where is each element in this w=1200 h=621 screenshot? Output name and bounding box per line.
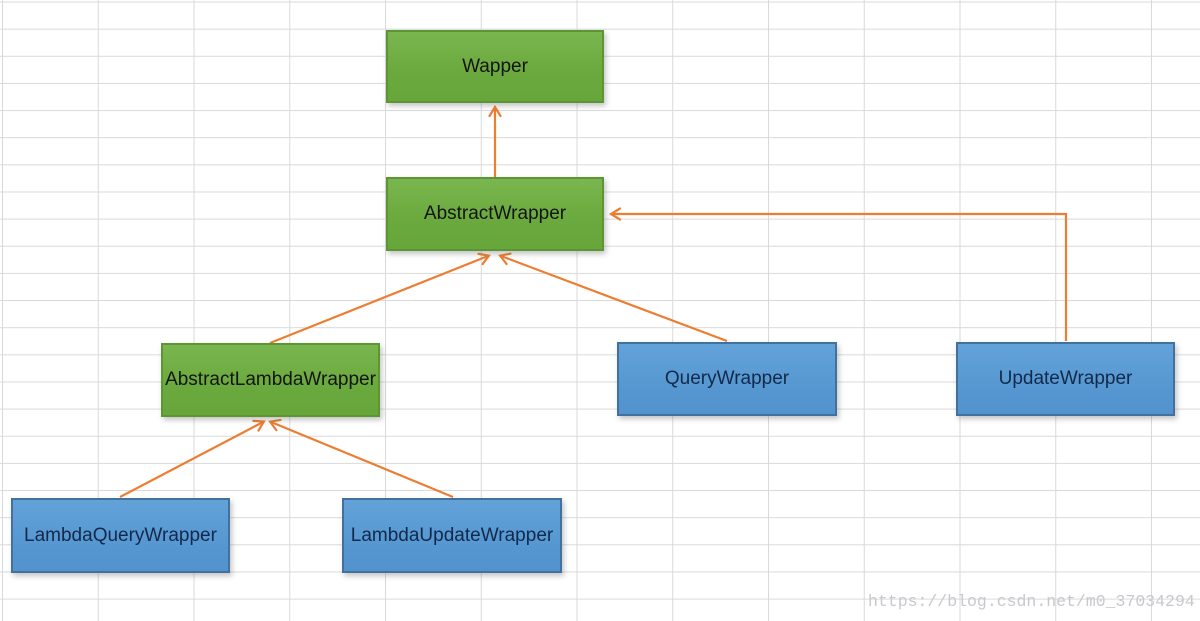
class-box-querywrapper[interactable]: QueryWrapper: [617, 342, 837, 416]
class-label-querywrapper: QueryWrapper: [664, 368, 790, 389]
class-box-lambdaupdatewrapper[interactable]: LambdaUpdateWrapper: [342, 498, 562, 573]
arrow-lambdaquerywrapper-to-abstractlambdawrapper: [119, 419, 266, 498]
class-box-abstractlambdawrapper[interactable]: AbstractLambdaWrapper: [161, 343, 380, 417]
class-label-lambdaquerywrapper: LambdaQueryWrapper: [24, 524, 217, 546]
arrow-abstractlambdawrapper-to-abstractwrapper: [269, 252, 491, 345]
class-box-updatewrapper[interactable]: UpdateWrapper: [956, 342, 1175, 416]
class-label-wapper: Wapper: [462, 55, 528, 77]
class-box-abstractwrapper[interactable]: AbstractWrapper: [386, 177, 604, 251]
class-label-lambdaupdatewrapper: LambdaUpdateWrapper: [350, 524, 554, 546]
class-label-abstractwrapper: AbstractWrapper: [423, 203, 567, 224]
class-box-lambdaquerywrapper[interactable]: LambdaQueryWrapper: [11, 498, 230, 573]
class-label-abstractlambdawrapper: AbstractLambdaWrapper: [165, 369, 376, 390]
arrow-updatewrapper-to-abstractwrapper: [608, 207, 1068, 341]
class-box-wapper[interactable]: Wapper: [386, 30, 604, 103]
arrow-querywrapper-to-abstractwrapper: [498, 252, 728, 343]
class-label-updatewrapper: UpdateWrapper: [998, 368, 1133, 389]
watermark-url: https://blog.csdn.net/m0_37034294: [868, 592, 1195, 611]
arrow-lambdaupdatewrapper-to-abstractlambdawrapper: [268, 418, 454, 499]
